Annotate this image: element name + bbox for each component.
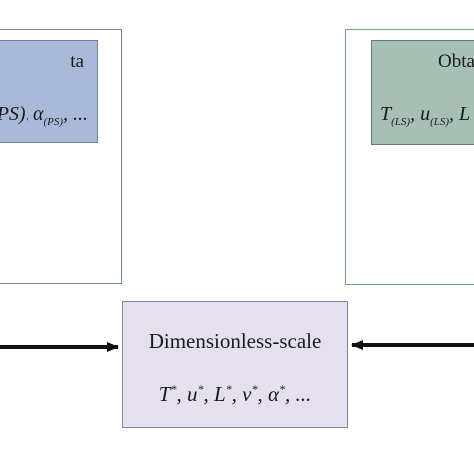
center-box-variables: T*, u*, L*, v*, α*, ... <box>158 382 312 406</box>
dimensionless-scale-box: Dimensionless-scale T*, u*, L*, v*, α*, … <box>122 301 348 428</box>
right-box-variables: T(LS), u(LS), L <box>380 103 471 128</box>
right-data-box: Obta T(LS), u(LS), L <box>371 40 474 145</box>
left-data-box: ta PS)' α(PS), ... <box>0 40 98 143</box>
left-box-variables: PS)' α(PS), ... <box>0 103 88 128</box>
left-box-title: ta <box>70 51 84 72</box>
right-box-title: Obta <box>438 51 474 72</box>
center-box-title: Dimensionless-scale <box>148 329 322 353</box>
